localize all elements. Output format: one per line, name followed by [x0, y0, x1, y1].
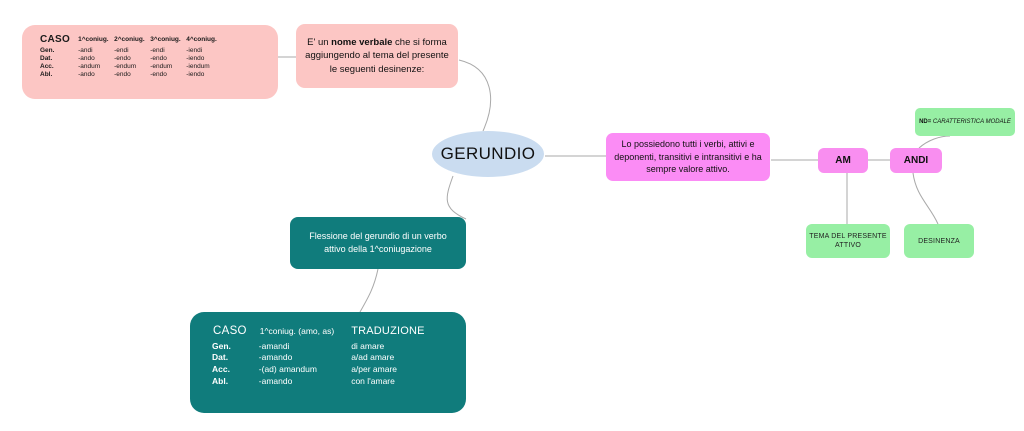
stem-node-am[interactable]: AM: [818, 148, 868, 173]
flessione-text: Flessione del gerundio di un verbo attiv…: [309, 231, 447, 254]
declension-gen-3: -endi: [150, 47, 165, 54]
definition-text-emphasis: nome verbale: [331, 36, 393, 48]
declension-abl-3: -endo: [150, 71, 167, 78]
ending-description-note: DESINENZA: [904, 224, 974, 258]
table-row: Gen. -andi -endi -endi -iendi: [40, 47, 224, 55]
conjugation-translation-gen: di amare: [351, 340, 385, 351]
declension-col-1: 1^coniug.: [78, 36, 109, 43]
flessione-card: Flessione del gerundio di un verbo attiv…: [290, 217, 466, 269]
definition-callout: E' un nome verbale che si forma aggiunge…: [296, 24, 458, 88]
conjugation-case-acc: Acc.: [212, 363, 230, 374]
table-row: Abl. -amando con l'amare: [212, 375, 426, 387]
conjugation-table: CASO 1^coniug. (amo, as) TRADUZIONE Gen.…: [212, 324, 426, 386]
conjugation-form-gen: -amandi: [258, 340, 290, 351]
declension-dat-1: -ando: [78, 55, 95, 62]
declension-col-3: 3^coniug.: [150, 36, 181, 43]
definition-text-before: E' un: [307, 36, 332, 48]
table-row: Dat. -amando a/ad amare: [212, 352, 426, 364]
declension-col-2: 2^coniug.: [114, 36, 145, 43]
conjugation-case-dat: Dat.: [212, 352, 229, 363]
conjugation-form-dat: -amando: [258, 352, 293, 363]
conjugation-case-abl: Abl.: [212, 375, 229, 386]
table-header-row: CASO 1^coniug. (amo, as) TRADUZIONE: [212, 324, 426, 340]
conjugation-translation-header: TRADUZIONE: [351, 325, 425, 337]
table-row: Acc. -andum -endum -endum -iendum: [40, 63, 224, 71]
modal-characteristic-note: ND= CARATTERISTICA MODALE: [915, 108, 1015, 136]
stem-description-note: TEMA DEL PRESENTE ATTIVO: [806, 224, 890, 258]
modal-note-text: ND= CARATTERISTICA MODALE: [919, 118, 1011, 126]
declension-acc-4: -iendum: [186, 63, 210, 70]
declension-case-gen: Gen.: [40, 47, 55, 54]
conjugation-form-header: 1^coniug. (amo, as): [259, 326, 335, 336]
usage-note-text: Lo possiedono tutti i verbi, attivi e de…: [614, 139, 762, 175]
declension-case-dat: Dat.: [40, 55, 53, 62]
connector-callout-to-center: [458, 59, 492, 132]
declension-abl-2: -endo: [114, 71, 131, 78]
declension-dat-4: -iendo: [186, 55, 205, 62]
table-row: Abl. -ando -endo -endo -iendo: [40, 71, 224, 79]
conjugation-caso-header: CASO: [213, 325, 247, 337]
conjugation-translation-abl: con l'amare: [351, 375, 395, 386]
table-row: Dat. -ando -endo -endo -iendo: [40, 55, 224, 63]
declension-acc-3: -endum: [150, 63, 173, 70]
table-row: Acc. -(ad) amandum a/per amare: [212, 363, 426, 375]
declension-gen-4: -iendi: [186, 47, 203, 54]
declension-table-card: CASO 1^coniug. 2^coniug. 3^coniug. 4^con…: [22, 25, 278, 99]
connector-center-to-flessione: [446, 175, 467, 220]
declension-col-4: 4^coniug.: [186, 36, 217, 43]
declension-case-abl: Abl.: [40, 71, 53, 78]
conjugation-form-abl: -amando: [258, 375, 293, 386]
declension-caso-header: CASO: [40, 34, 71, 45]
declension-gen-1: -andi: [78, 47, 93, 54]
table-row: Gen. -amandi di amare: [212, 340, 426, 352]
central-topic-label: GERUNDIO: [440, 144, 536, 163]
ending-node-andi[interactable]: ANDI: [890, 148, 942, 173]
declension-acc-2: -endum: [114, 63, 137, 70]
definition-text-after: che si forma aggiungendo al tema del pre…: [305, 36, 449, 75]
declension-abl-1: -ando: [78, 71, 95, 78]
conjugation-form-acc: -(ad) amandum: [258, 363, 317, 374]
connector-andi-to-desinenza: [912, 172, 939, 225]
modal-note-body: CARATTERISTICA MODALE: [931, 119, 1011, 125]
declension-dat-3: -endo: [150, 55, 167, 62]
conjugation-translation-dat: a/ad amare: [351, 352, 395, 363]
table-header-row: CASO 1^coniug. 2^coniug. 3^coniug. 4^con…: [40, 34, 224, 47]
declension-gen-2: -endi: [114, 47, 129, 54]
connector-flessione-to-conjtable: [359, 268, 379, 313]
stem-description-label: TEMA DEL PRESENTE ATTIVO: [809, 232, 887, 250]
definition-text: E' un nome verbale che si forma aggiunge…: [304, 36, 450, 77]
conjugation-translation-acc: a/per amare: [351, 363, 398, 374]
ending-description-label: DESINENZA: [918, 237, 960, 245]
central-topic-gerundio[interactable]: GERUNDIO: [432, 131, 544, 177]
declension-case-acc: Acc.: [40, 63, 54, 70]
ending-node-label: ANDI: [903, 155, 929, 166]
stem-node-label: AM: [835, 155, 851, 166]
declension-abl-4: -iendo: [186, 71, 205, 78]
declension-acc-1: -andum: [78, 63, 101, 70]
modal-note-key: ND=: [919, 119, 932, 125]
conjugation-case-gen: Gen.: [212, 340, 231, 351]
connector-andi-to-modal-note: [918, 135, 951, 149]
usage-note-card: Lo possiedono tutti i verbi, attivi e de…: [606, 133, 770, 181]
declension-dat-2: -endo: [114, 55, 131, 62]
declension-table: CASO 1^coniug. 2^coniug. 3^coniug. 4^con…: [40, 34, 224, 79]
conjugation-table-card: CASO 1^coniug. (amo, as) TRADUZIONE Gen.…: [190, 312, 466, 413]
